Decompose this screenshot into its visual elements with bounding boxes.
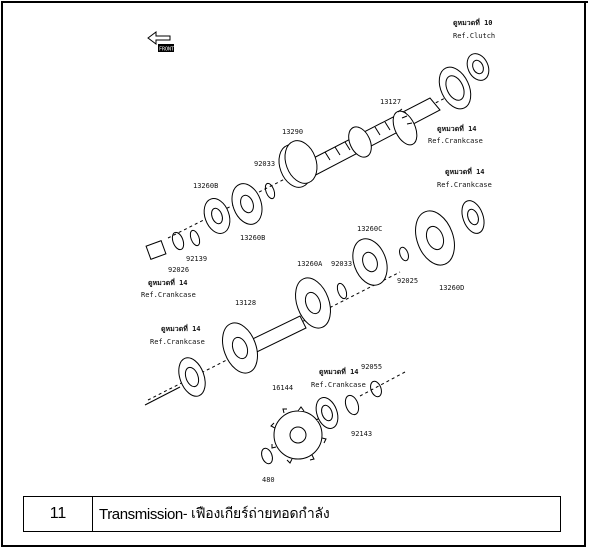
part-92026-label: 92026 [168, 266, 189, 274]
gear-13260a [295, 277, 331, 329]
part-16144-label: 16144 [272, 384, 293, 392]
oil-seal [315, 397, 339, 429]
washer-92033-b [336, 282, 348, 300]
bearing-lower-left [144, 357, 206, 406]
ref-crank-th-label-4: ดูหมวดที่ 14 [161, 323, 201, 334]
part-92055-label: 92055 [361, 363, 382, 371]
ref-crank-th-label-5: ดูหมวดที่ 14 [319, 366, 359, 377]
washer-92033-a [264, 182, 276, 200]
washer-92026 [171, 231, 185, 251]
collar-92143 [344, 394, 360, 416]
part-13290-label: 13290 [282, 128, 303, 136]
part-92033-b-label: 92033 [331, 260, 352, 268]
washer-92025 [399, 246, 409, 262]
section-title-th: - เฟืองเกียร์ถ่ายทอดกำลัง [182, 505, 330, 521]
ref-crank-label-3: Ref.Crankcase [437, 181, 492, 189]
gear-13290 [278, 140, 318, 188]
gear-13260d [415, 210, 455, 266]
part-480-label: 480 [262, 476, 275, 484]
section-number: 11 [23, 496, 93, 532]
circlip-480 [261, 447, 273, 465]
part-13127-label: 13127 [380, 98, 401, 106]
ref-crank-label-5: Ref.Crankcase [311, 381, 366, 389]
part-13260d-label: 13260D [439, 284, 464, 292]
sprocket-16144 [270, 406, 327, 464]
part-13260b-bot-label: 13260B [240, 234, 265, 242]
ref-clutch-th-label: ดูหมวดที่ 10 [453, 17, 493, 28]
part-13128-label: 13128 [235, 299, 256, 307]
washer-92139 [189, 229, 201, 247]
gear-13260b-upper [231, 183, 263, 225]
front-mark-label: FRONT [159, 47, 174, 53]
ref-crank-label-1: Ref.Crankcase [428, 137, 483, 145]
gear-13260b-lower [203, 198, 231, 234]
circlip-92055 [370, 380, 382, 398]
lower-shaft [147, 271, 401, 401]
part-92143-label: 92143 [351, 430, 372, 438]
part-13260c-label: 13260C [357, 225, 382, 233]
output-axis-line [359, 371, 406, 397]
gear-13260c [352, 238, 388, 286]
ref-crank-label-2: Ref.Crankcase [141, 291, 196, 299]
section-title-en: Transmission [99, 505, 183, 523]
bearing-ref-clutch [438, 53, 490, 110]
part-92033-a-label: 92033 [254, 160, 275, 168]
ref-clutch-label: Ref.Clutch [453, 32, 495, 40]
part-92139-label: 92139 [186, 255, 207, 263]
bearing-right-mid [461, 200, 485, 234]
needle-bearing-left [145, 240, 167, 260]
section-title: Transmission - เฟืองเกียร์ถ่ายทอดกำลัง [93, 496, 561, 532]
gear-13127 [392, 108, 418, 146]
ref-crank-th-label-3: ดูหมวดที่ 14 [445, 166, 485, 177]
ref-crank-th-label-1: ดูหมวดที่ 14 [437, 123, 477, 134]
part-13260a-label: 13260A [297, 260, 323, 268]
ref-crank-label-4: Ref.Crankcase [150, 338, 205, 346]
part-92025-label: 92025 [397, 277, 418, 285]
part-13260b-top-label: 13260B [193, 182, 218, 190]
ref-crank-th-label-2: ดูหมวดที่ 14 [148, 277, 188, 288]
front-arrow-icon: FRONT [147, 31, 174, 53]
